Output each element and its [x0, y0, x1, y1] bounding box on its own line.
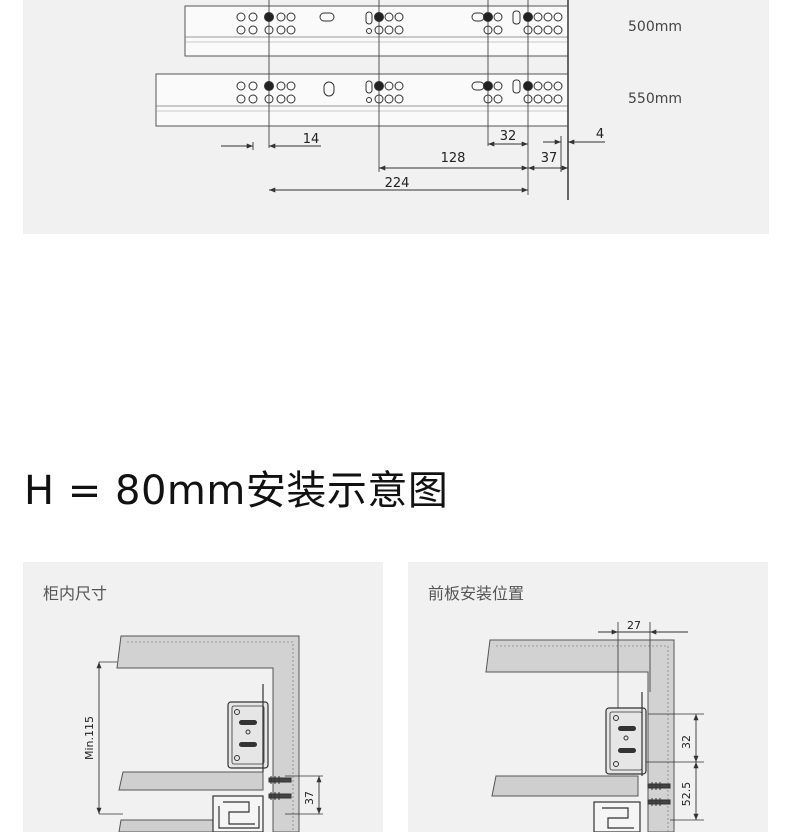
- dim-37: 37: [541, 151, 558, 166]
- dim-224: 224: [385, 176, 410, 191]
- dim-32: 32: [500, 129, 517, 144]
- drawer-bracket: [227, 684, 269, 772]
- section-title: H = 80mm安装示意图: [24, 468, 449, 514]
- rail-profile-right: [593, 801, 641, 832]
- cabinet-size-drawing: Min.115 37: [83, 635, 323, 832]
- dim-37-left: 37: [303, 791, 316, 805]
- dim-128: 128: [441, 151, 466, 166]
- hole-pattern-lower: [236, 79, 563, 104]
- rail-profile: [212, 795, 264, 832]
- front-position-drawing: 27 32 52.5: [485, 619, 704, 832]
- cabinet-inner-size-panel: 柜内尺寸: [23, 562, 383, 832]
- dim-32-right: 32: [680, 735, 693, 749]
- dim-27: 27: [627, 619, 641, 632]
- dim-min-115: Min.115: [83, 716, 96, 760]
- dim-14: 14: [303, 132, 320, 147]
- rail-dimension-diagram: 14 32 4 128 37 224 500mm 550mm: [23, 0, 769, 234]
- panel-title-front-position: 前板安装位置: [428, 584, 525, 603]
- front-panel-position-panel: 前板安装位置: [408, 562, 768, 832]
- rail-550mm: [155, 73, 569, 127]
- panel-title-cabinet-size: 柜内尺寸: [43, 584, 108, 603]
- hole-pattern-upper: [236, 10, 563, 35]
- rail-length-500: 500mm: [628, 19, 682, 35]
- rail-drawing: 14 32 4 128 37 224: [155, 0, 605, 200]
- rail-length-550: 550mm: [628, 91, 682, 107]
- front-bracket: [605, 692, 647, 776]
- dim-52-5: 52.5: [680, 782, 693, 807]
- dim-4: 4: [596, 127, 604, 142]
